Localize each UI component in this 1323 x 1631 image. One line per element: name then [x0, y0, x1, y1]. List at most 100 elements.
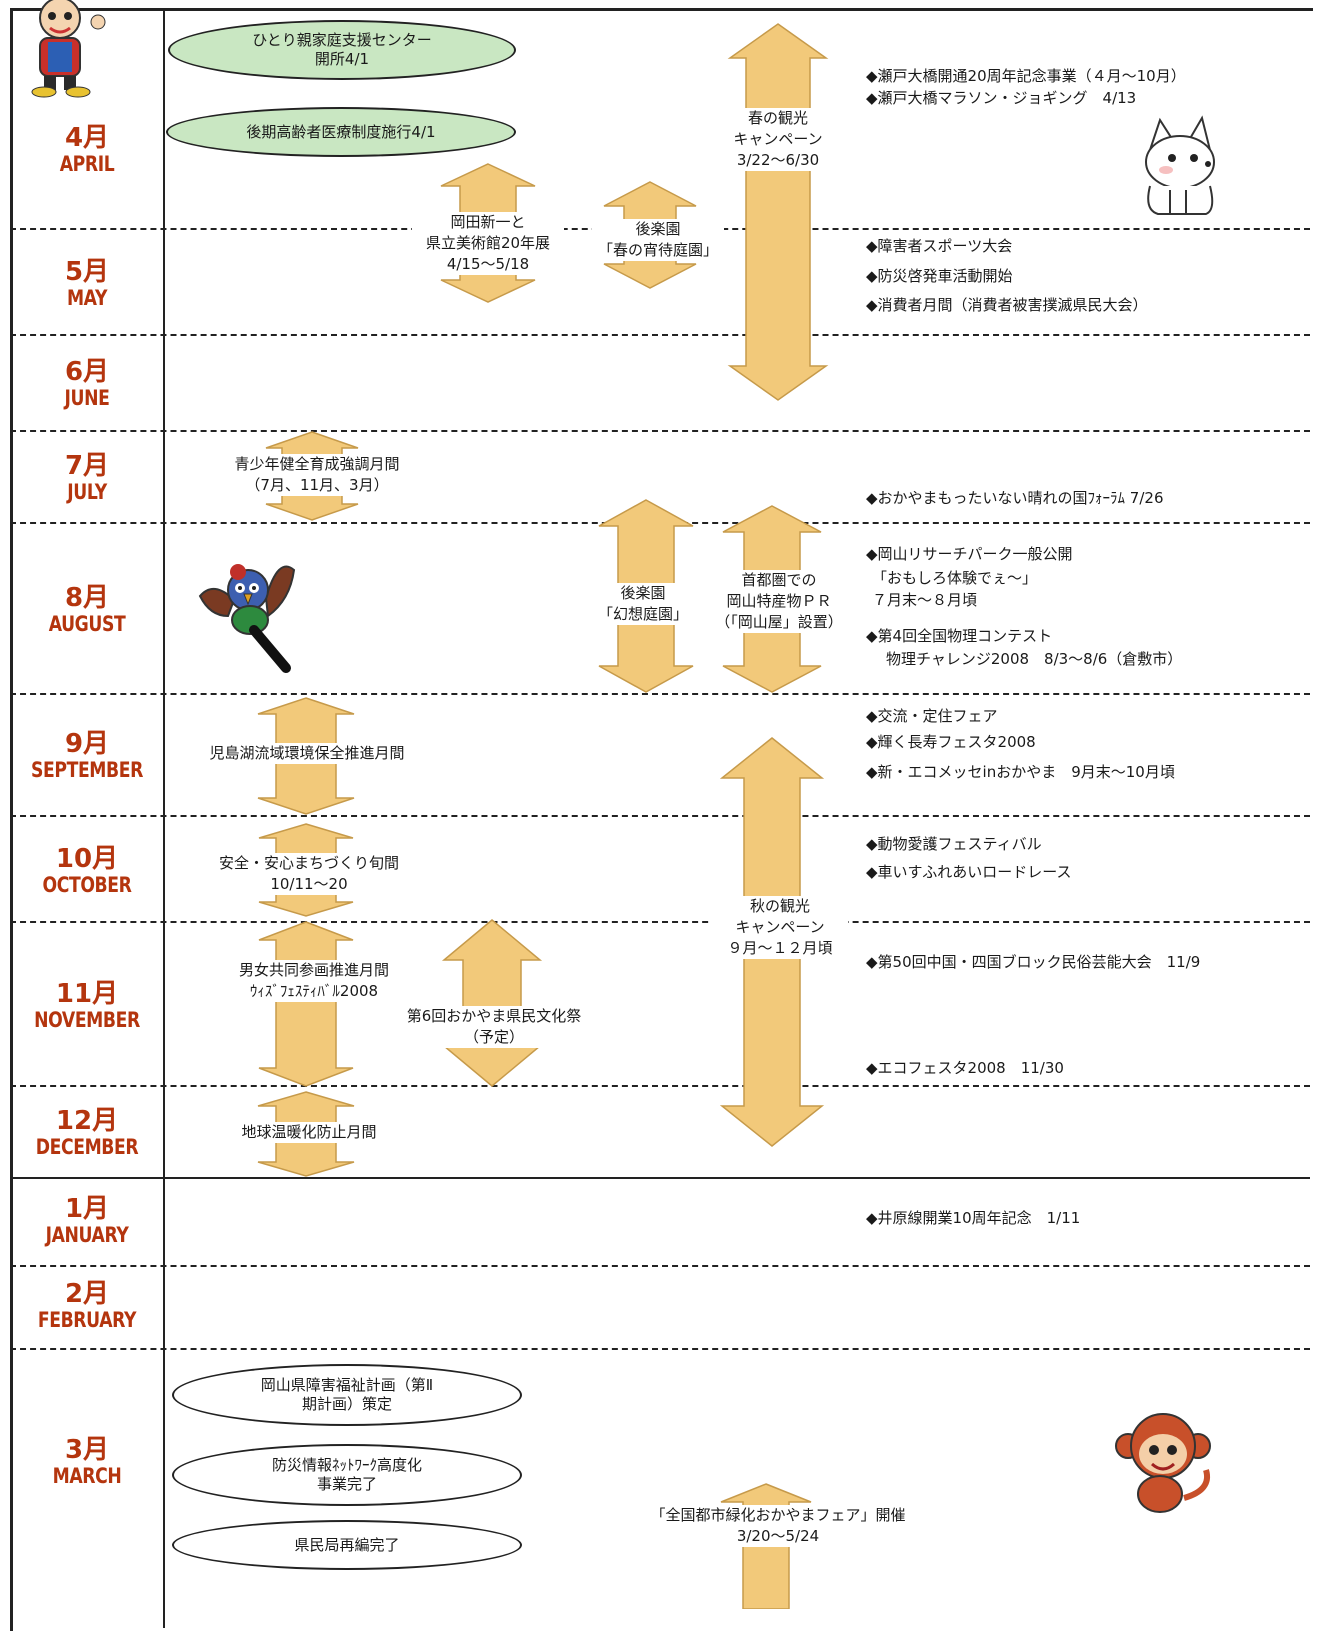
event-consumer-month: ◆消費者月間（消費者被害撲滅県民大会） — [866, 296, 1148, 314]
label-line: 秋の観光 — [749, 897, 810, 915]
event-disabled-sports: ◆障害者スポーツ大会 — [866, 237, 1013, 255]
oval-line: 防災情報ﾈｯﾄﾜｰｸ高度化 — [271, 1456, 422, 1474]
event-setobridge-marathon: ◆瀬戸大橋マラソン・ジョギング 4/13 — [866, 89, 1137, 107]
dog-mascot-icon — [1145, 115, 1215, 215]
month-en: SEPTEMBER — [31, 758, 143, 782]
event-longevity-festa: ◆輝く長寿フェスタ2008 — [866, 733, 1036, 751]
event-setobridge-20th: ◆瀬戸大橋開通20周年記念事業（４月～10月） — [866, 67, 1186, 85]
label-line: 後楽園 — [635, 220, 681, 238]
calendar-frame — [10, 8, 1313, 1631]
label-line: 4/15～5/18 — [446, 255, 530, 273]
oval-line: 県民局再編完了 — [294, 1535, 400, 1554]
month-en: JUNE — [64, 386, 110, 410]
disaster-network-oval: 防災情報ﾈｯﾄﾜｰｸ高度化事業完了 — [172, 1444, 522, 1506]
bureau-reorg-oval: 県民局再編完了 — [172, 1520, 522, 1570]
spring-campaign-arrow — [727, 23, 829, 401]
label-line: 県立美術館20年展 — [425, 234, 551, 252]
label-line: 後楽園 — [620, 584, 666, 602]
label-line: 「幻想庭園」 — [597, 605, 688, 623]
month-jp: 9月 — [64, 729, 110, 759]
label-line: 男女共同参画推進月間 — [238, 961, 389, 979]
oval-line: 岡山県障害福祉計画（第Ⅱ — [260, 1376, 434, 1394]
event-eco-messe: ◆新・エコメッセinおかやま 9月末～10月頃 — [866, 763, 1175, 781]
youth-month-label: 青少年健全育成強調月間 （7月、11月、3月） — [206, 454, 428, 496]
oval-line: ひとり親家庭支援センター — [252, 31, 432, 49]
label-line: ｳｨｽﾞﾌｪｽﾃｨﾊﾞﾙ2008 — [249, 982, 379, 1000]
label-line: キャンペーン — [733, 130, 823, 148]
kojima-lake-label: 児島湖流域環境保全推進月間 — [186, 743, 428, 764]
label-line: （7月、11月、3月） — [245, 476, 389, 494]
month-jp: 5月 — [64, 257, 110, 287]
label-line: 岡田新一と — [450, 213, 526, 231]
monkey-mascot-icon — [1115, 1413, 1211, 1513]
label-line: キャンペーン — [735, 918, 825, 936]
month-jp: 7月 — [64, 451, 110, 481]
month-jp: 2月 — [64, 1279, 110, 1309]
oval-line: 事業完了 — [316, 1475, 377, 1493]
autumn-campaign-label: 秋の観光キャンペーン ９月～１２月頃 — [712, 896, 848, 959]
label-line: 「春の宵待庭園」 — [597, 241, 718, 259]
oval-line: 期計画）策定 — [301, 1395, 392, 1413]
separator-may-jun — [10, 334, 1310, 336]
event-exchange-fair: ◆交流・定住フェア — [866, 707, 998, 725]
label-line: 3/22～6/30 — [736, 151, 820, 169]
month-jp: 1月 — [64, 1194, 110, 1224]
gender-equality-arrow — [258, 921, 354, 1087]
label-line: （予定） — [463, 1028, 524, 1046]
culture-festival-arrow — [441, 919, 543, 1087]
event-physics-challenge: 物理チャレンジ2008 8/3～8/6（倉敷市） — [886, 650, 1183, 668]
event-folk-arts: ◆第50回中国・四国ブロック民俗芸能大会 11/9 — [866, 953, 1201, 971]
oval-line: 開所4/1 — [314, 50, 370, 68]
label-line: 地球温暖化防止月間 — [241, 1123, 377, 1141]
event-research-park-period: ７月末～８月頃 — [872, 591, 978, 609]
label-line: 岡山特産物ＰＲ — [726, 592, 832, 610]
medical-system-oval: 後期高齢者医療制度施行4/1 — [166, 107, 516, 157]
event-research-park: ◆岡山リサーチパーク一般公開 — [866, 545, 1073, 563]
label-line: ９月～１２月頃 — [727, 939, 833, 957]
separator-jan-feb — [10, 1265, 1310, 1267]
month-jp: 8月 — [64, 583, 110, 613]
event-eco-festa: ◆エコフェスタ2008 11/30 — [866, 1059, 1064, 1077]
korakuen-spring-label: 後楽園「春の宵待庭園」 — [592, 219, 724, 261]
boy-mascot-icon — [31, 0, 106, 98]
support-center-oval: ひとり親家庭支援センター開所4/1 — [168, 20, 516, 80]
event-animal-festival: ◆動物愛護フェスティバル — [866, 835, 1042, 853]
month-jp: 12月 — [55, 1106, 119, 1136]
global-warming-label: 地球温暖化防止月間 — [220, 1122, 398, 1143]
event-wheelchair-race: ◆車いすふれあいロードレース — [866, 863, 1072, 881]
event-mottainai-forum: ◆おかやまもったいない晴れの国ﾌｫｰﾗﾑ 7/26 — [866, 489, 1164, 507]
culture-festival-label: 第6回おかやま県民文化祭（予定） — [392, 1006, 596, 1048]
label-line: 青少年健全育成強調月間 — [234, 455, 400, 473]
separator-dec-jan — [10, 1177, 1310, 1179]
month-en: DECEMBER — [35, 1135, 139, 1159]
month-en: MARCH — [52, 1464, 122, 1488]
gender-equality-label: 男女共同参画推進月間 ｳｨｽﾞﾌｪｽﾃｨﾊﾞﾙ2008 — [214, 960, 414, 1002]
month-en: NOVEMBER — [34, 1008, 140, 1032]
label-line: 児島湖流域環境保全推進月間 — [209, 744, 405, 762]
separator-nov-dec — [10, 1085, 1310, 1087]
label-line: 3/20～5/24 — [736, 1527, 820, 1545]
korakuen-fantasy-label: 後楽園「幻想庭園」 — [588, 583, 698, 625]
month-jp: 11月 — [55, 979, 119, 1009]
month-jp: 10月 — [55, 844, 119, 874]
event-physics-contest: ◆第4回全国物理コンテスト — [866, 627, 1053, 645]
event-disaster-vehicle: ◆防災啓発車活動開始 — [866, 267, 1013, 285]
oval-line: 後期高齢者医療制度施行4/1 — [246, 122, 436, 141]
label-line: 10/11～20 — [270, 875, 348, 893]
month-en: FEBRUARY — [37, 1308, 137, 1332]
month-column-divider — [163, 8, 165, 1628]
okada-exhibit-label: 岡田新一と県立美術館20年展 4/15～5/18 — [412, 212, 564, 275]
